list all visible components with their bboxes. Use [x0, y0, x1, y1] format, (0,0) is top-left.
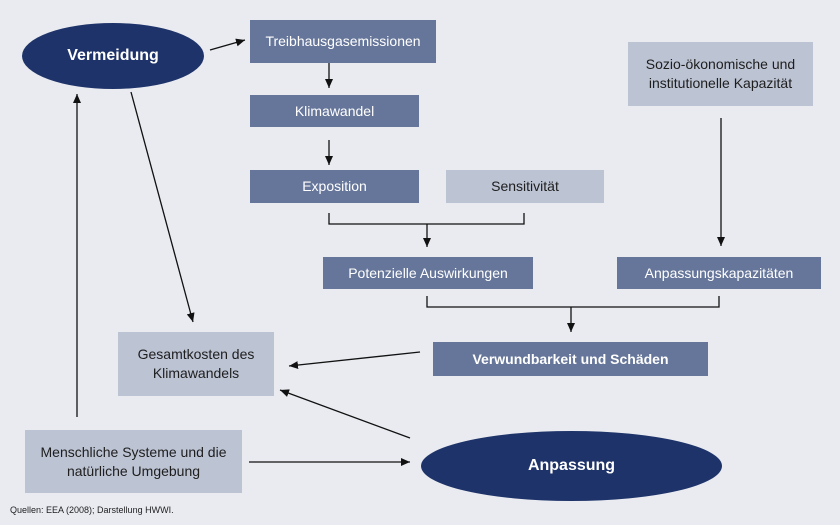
vermeidung-ellipse: Vermeidung — [22, 23, 204, 89]
anpassung-label: Anpassung — [527, 457, 616, 475]
gesamtkosten-label-line2: Klimawandels — [152, 365, 240, 381]
arrow-vermeidung-treibhaus — [209, 38, 246, 51]
arrow-vermeidung-gesamtkosten — [130, 91, 195, 323]
sozio-oekonomische-kapazitaet-box: Sozio-ökonomische und institutionelle Ka… — [628, 42, 813, 106]
gesamtkosten-label-line1: Gesamtkosten des — [137, 346, 255, 363]
arrow-verwundbarkeit-gesamtkosten — [288, 351, 421, 370]
bracket-impacts-capacities — [426, 296, 720, 308]
anpassungskapazitaeten-label: Anpassungskapazitäten — [644, 264, 794, 281]
sozio-label-line2: institutionelle Kapazität — [648, 75, 793, 91]
potenzielle-auswirkungen-label: Potenzielle Auswirkungen — [348, 264, 508, 281]
bracket-exposure-sensitivity — [328, 213, 525, 225]
exposition-label: Exposition — [302, 178, 367, 195]
anpassung-ellipse: Anpassung — [421, 431, 722, 501]
sensitivitaet-box: Sensitivität — [446, 170, 604, 203]
arrow-anpassung-gesamtkosten — [279, 389, 411, 439]
sozio-label-line1: Sozio-ökonomische und — [645, 56, 796, 73]
vermeidung-label: Vermeidung — [67, 47, 159, 65]
treibhausgasemissionen-box: Treibhausgasemissionen — [250, 20, 436, 63]
anpassungskapazitaeten-box: Anpassungskapazitäten — [617, 257, 821, 289]
source-note: Quellen: EEA (2008); Darstellung HWWI. — [10, 505, 174, 515]
verwundbarkeit-und-schaeden-box: Verwundbarkeit und Schäden — [433, 342, 708, 376]
menschliche-systeme-label-line1: Menschliche Systeme und die — [40, 443, 227, 460]
verwundbarkeit-und-schaeden-label: Verwundbarkeit und Schäden — [472, 350, 669, 367]
sensitivitaet-label: Sensitivität — [491, 178, 559, 195]
menschliche-systeme-label-line2: natürliche Umgebung — [66, 462, 201, 479]
menschliche-systeme-box: Menschliche Systeme und die natürliche U… — [25, 430, 242, 493]
klimawandel-box: Klimawandel — [250, 95, 419, 127]
klimawandel-label: Klimawandel — [294, 102, 375, 119]
exposition-box: Exposition — [250, 170, 419, 203]
potenzielle-auswirkungen-box: Potenzielle Auswirkungen — [323, 257, 533, 289]
treibhausgasemissionen-label: Treibhausgasemissionen — [265, 33, 421, 50]
gesamtkosten-box: Gesamtkosten des Klimawandels — [118, 332, 274, 396]
